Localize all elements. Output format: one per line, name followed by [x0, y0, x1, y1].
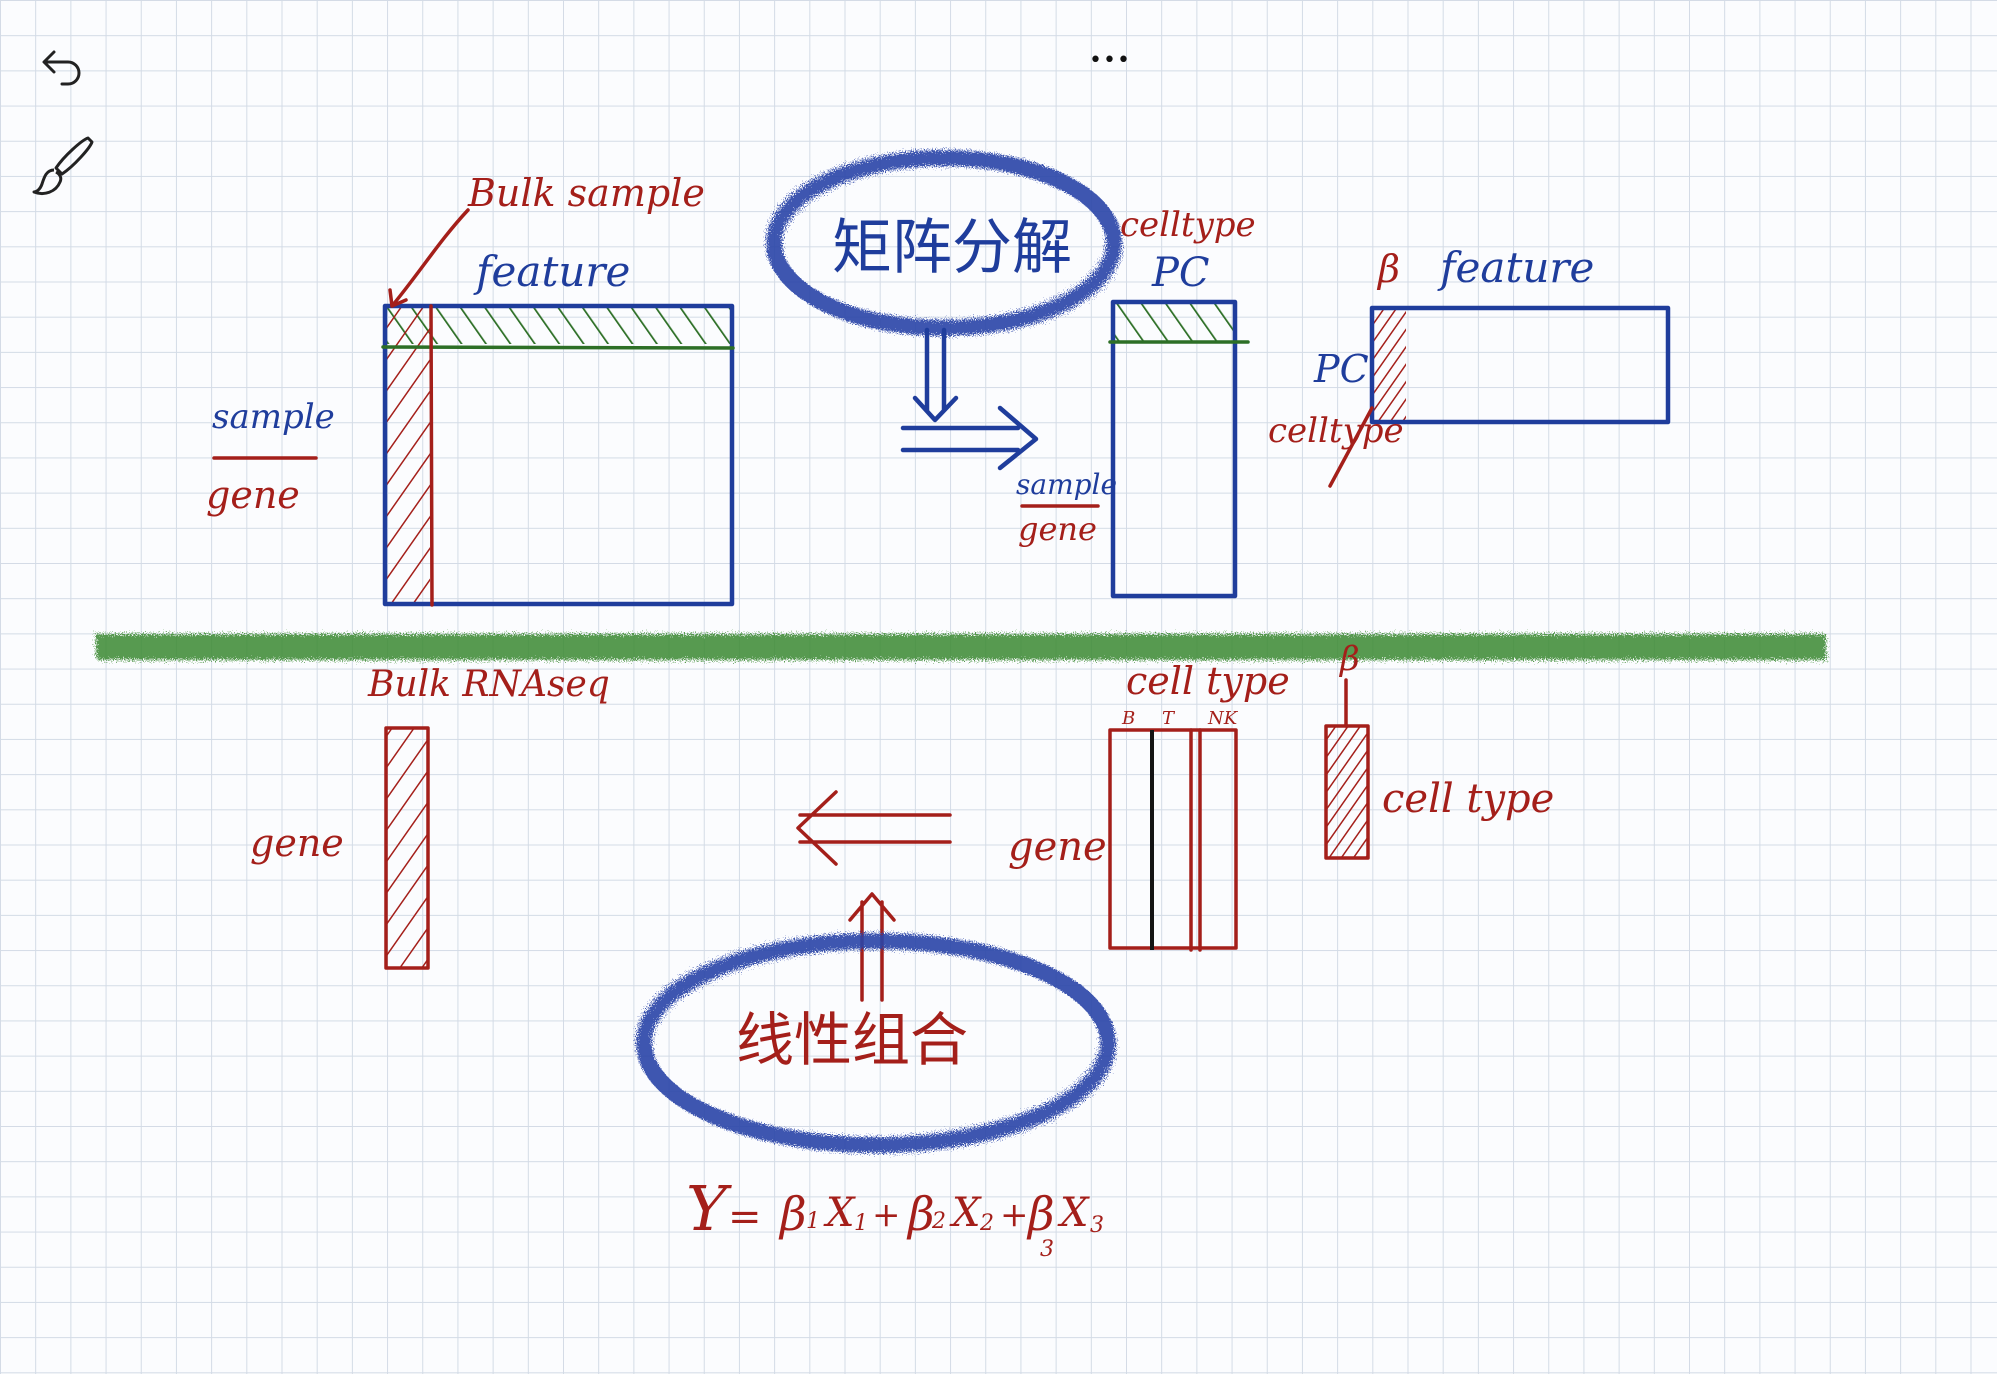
feature-label-right: feature — [1437, 243, 1594, 292]
equation-x-2-sub: 2 — [979, 1211, 994, 1236]
pc-feature-column-hatch — [1372, 308, 1406, 422]
column-hatch — [386, 306, 430, 602]
bulk-vector-hatch — [386, 728, 428, 968]
equation-x-2: X — [949, 1190, 982, 1236]
gene-label-bottom-mid: gene — [1008, 824, 1107, 870]
equation-beta-1: β — [778, 1187, 807, 1241]
section-divider — [96, 634, 1826, 660]
gene-label-bottom-left: gene — [250, 821, 344, 865]
brush-tool-button[interactable] — [30, 132, 98, 200]
undo-button[interactable] — [38, 44, 86, 88]
cell-type-header: cell type — [1126, 659, 1290, 703]
equation-beta-3-sub: 3 — [1040, 1237, 1054, 1262]
equation-plus-2: + — [1000, 1195, 1029, 1235]
row-boundary — [381, 345, 735, 350]
bulk-vector — [384, 726, 430, 970]
more-options-button[interactable]: ••• — [1086, 46, 1134, 76]
matrix-factorization-label: 矩阵分解 — [832, 213, 1072, 283]
gene-small-label: gene — [1018, 510, 1097, 548]
equation-equals: = — [728, 1194, 762, 1240]
bulk-matrix — [381, 303, 735, 607]
equation-x-1: X — [823, 1190, 856, 1236]
pc-feature-matrix — [1369, 305, 1671, 425]
right-double-arrow — [900, 405, 1039, 471]
equation-x-1-sub: 1 — [854, 1211, 868, 1236]
beta-label-top: β — [1376, 247, 1400, 291]
brush-icon — [32, 136, 94, 196]
bulk-vector-frame — [384, 726, 430, 970]
left-double-arrow — [796, 790, 952, 866]
sample-pc-matrix — [1108, 299, 1250, 599]
beta-vector-hatch — [1326, 726, 1368, 858]
linear-combination-bubble-outline — [636, 933, 1116, 1153]
col-b-label: B — [1121, 708, 1135, 729]
pointer-arrowhead — [388, 288, 408, 308]
more-dots-icon: ••• — [1089, 48, 1131, 73]
equation-y: Y — [686, 1172, 732, 1245]
bulk-sample-label: Bulk sample — [467, 171, 705, 215]
column-boundary — [429, 304, 434, 607]
pc-feature-frame — [1369, 305, 1671, 425]
bulk-sample-pointer — [390, 208, 470, 308]
equation-beta-2: β — [906, 1187, 935, 1241]
equation-x-3: X — [1057, 1190, 1090, 1236]
sample-label: sample — [212, 397, 335, 437]
pc-label-right: PC — [1313, 347, 1369, 391]
celltype-label-top: celltype — [1120, 205, 1256, 245]
beta-label-bottom: β — [1338, 639, 1360, 679]
col-nk-label: NK — [1207, 708, 1239, 729]
sample-pc-frame — [1110, 299, 1238, 599]
feature-label: feature — [473, 247, 630, 296]
equation-beta-1-sub: 1 — [806, 1209, 820, 1234]
up-double-arrow — [848, 892, 896, 1002]
bulk-rnaseq-label: Bulk RNAseq — [367, 664, 610, 705]
down-double-arrow — [912, 327, 959, 423]
equation-x-3-sub: 3 — [1090, 1213, 1104, 1238]
sample-pc-row-hatch — [1113, 304, 1233, 342]
col-t-label: T — [1162, 708, 1176, 729]
bulk-matrix-frame — [382, 303, 735, 607]
beta-vector — [1324, 724, 1370, 860]
gene-label: gene — [206, 473, 300, 517]
celltype-label-right: celltype — [1268, 411, 1404, 451]
equation-plus-1: + — [872, 1195, 901, 1235]
linear-combination-label: 线性组合 — [736, 1006, 968, 1074]
signature-frame — [1108, 728, 1238, 950]
row-hatch — [383, 306, 733, 344]
celltype-stroke — [1328, 406, 1374, 488]
pc-label-top: PC — [1151, 250, 1210, 296]
cell-type-label-right: cell type — [1382, 776, 1554, 822]
undo-arrow-icon — [42, 50, 81, 86]
equation: Y = β 1 X 1 + β 2 X 2 + β 3 X 3 — [686, 1172, 1104, 1262]
equation-beta-3: β — [1026, 1187, 1055, 1241]
signature-matrix — [1108, 728, 1238, 952]
sample-small-label: sample — [1016, 468, 1117, 501]
equation-beta-2-sub: 2 — [931, 1209, 946, 1234]
